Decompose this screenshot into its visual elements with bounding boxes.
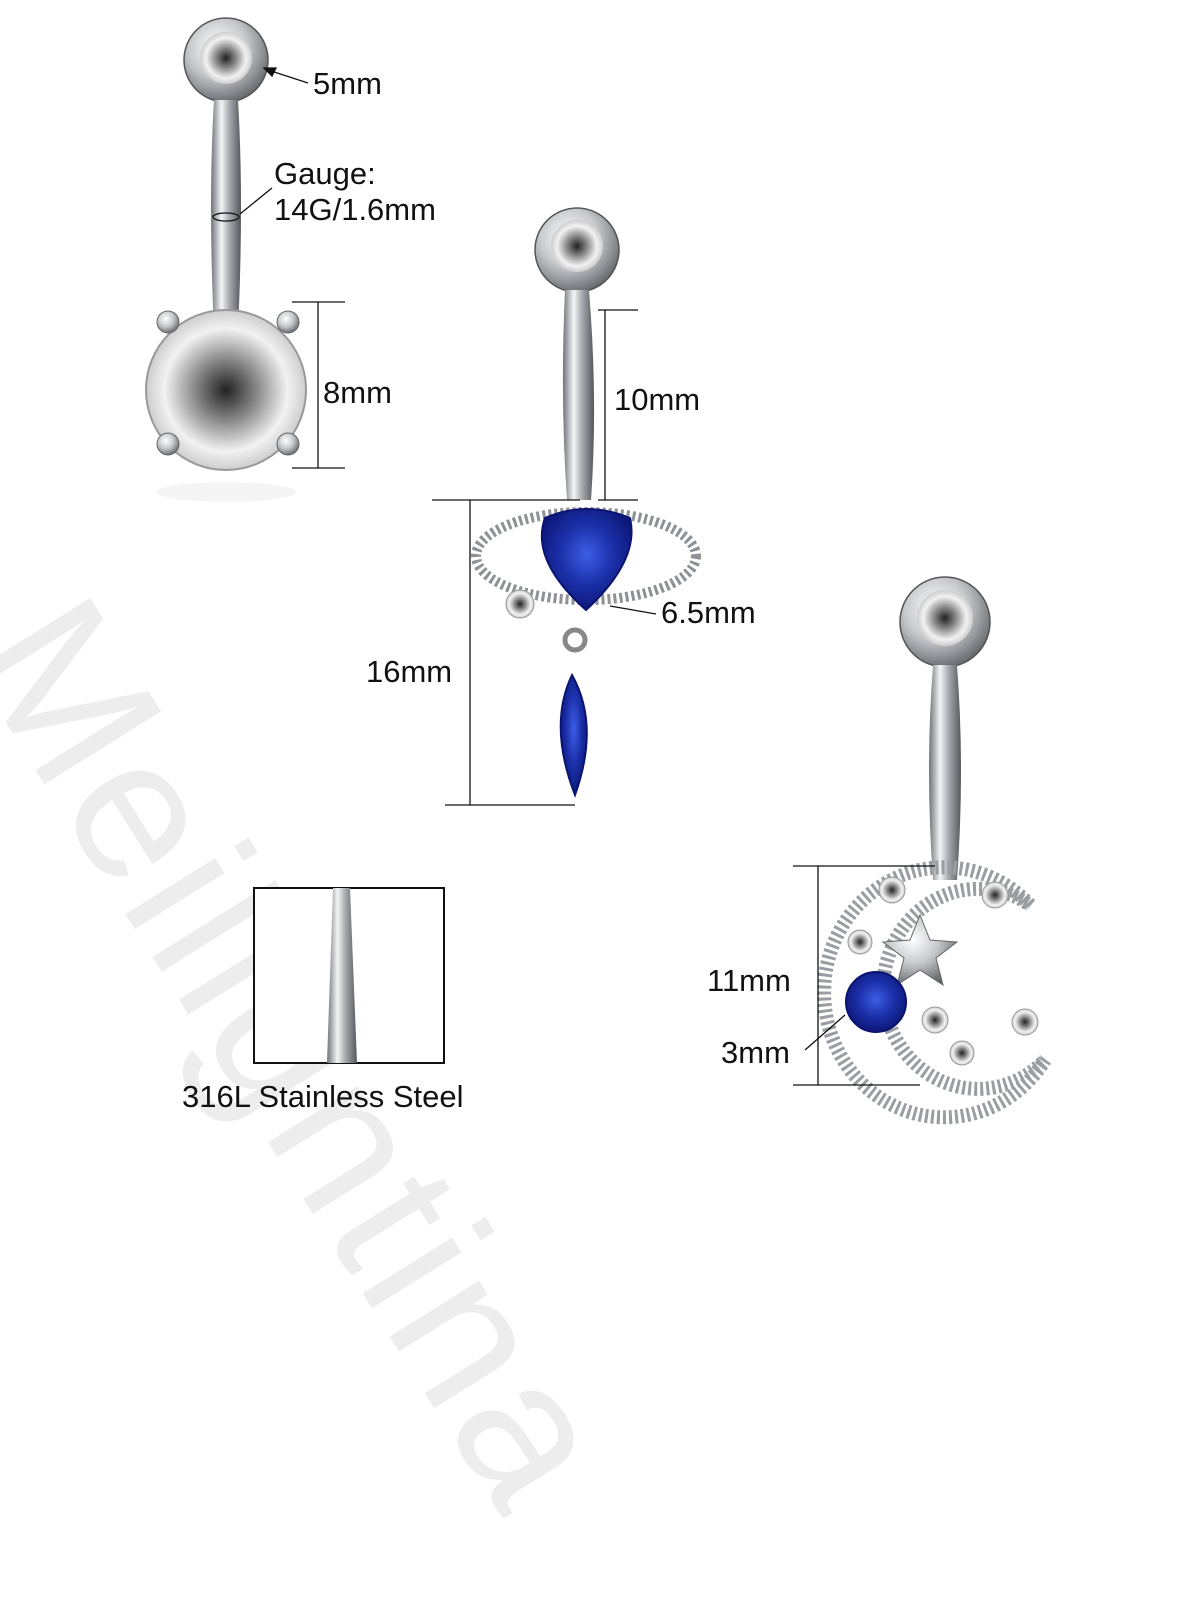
dangle-length-label: 16mm bbox=[366, 654, 453, 689]
marquise-sapphire bbox=[559, 672, 588, 798]
moon-star-belly-ring bbox=[817, 576, 1051, 1125]
curved-bar bbox=[211, 100, 241, 330]
top-ball-gem bbox=[200, 32, 252, 84]
side-clear-gem bbox=[505, 589, 535, 619]
curved-bar bbox=[929, 665, 961, 880]
star-charm bbox=[881, 913, 959, 987]
top-ball-gem bbox=[917, 590, 973, 646]
heart-sapphire bbox=[540, 508, 633, 612]
curved-bar bbox=[562, 290, 595, 500]
moon-height-label: 11mm bbox=[707, 963, 791, 998]
round-sapphire bbox=[845, 971, 907, 1033]
product-image: Meiligntina bbox=[0, 17, 1051, 1547]
gauge-label: Gauge: 14G/1.6mm bbox=[274, 156, 436, 227]
material-label: 316L Stainless Steel bbox=[182, 1079, 464, 1114]
ball-size-label: 5mm bbox=[313, 66, 382, 101]
jewelry-illustration bbox=[145, 17, 1051, 1125]
dimension-lines bbox=[212, 67, 935, 1086]
round-gem bbox=[145, 309, 307, 471]
small-gem-size-label: 3mm bbox=[721, 1035, 790, 1070]
round-gem-size-label: 8mm bbox=[323, 375, 392, 410]
top-ball-gem bbox=[551, 220, 603, 272]
blue-heart-dangle-belly-ring bbox=[471, 207, 701, 798]
dangle-loop bbox=[562, 627, 588, 653]
round-solitaire-belly-ring bbox=[145, 17, 307, 502]
bar-length-label: 10mm bbox=[614, 382, 701, 417]
heart-gem-size-label: 6.5mm bbox=[661, 595, 756, 630]
bar-inset bbox=[253, 887, 445, 1064]
